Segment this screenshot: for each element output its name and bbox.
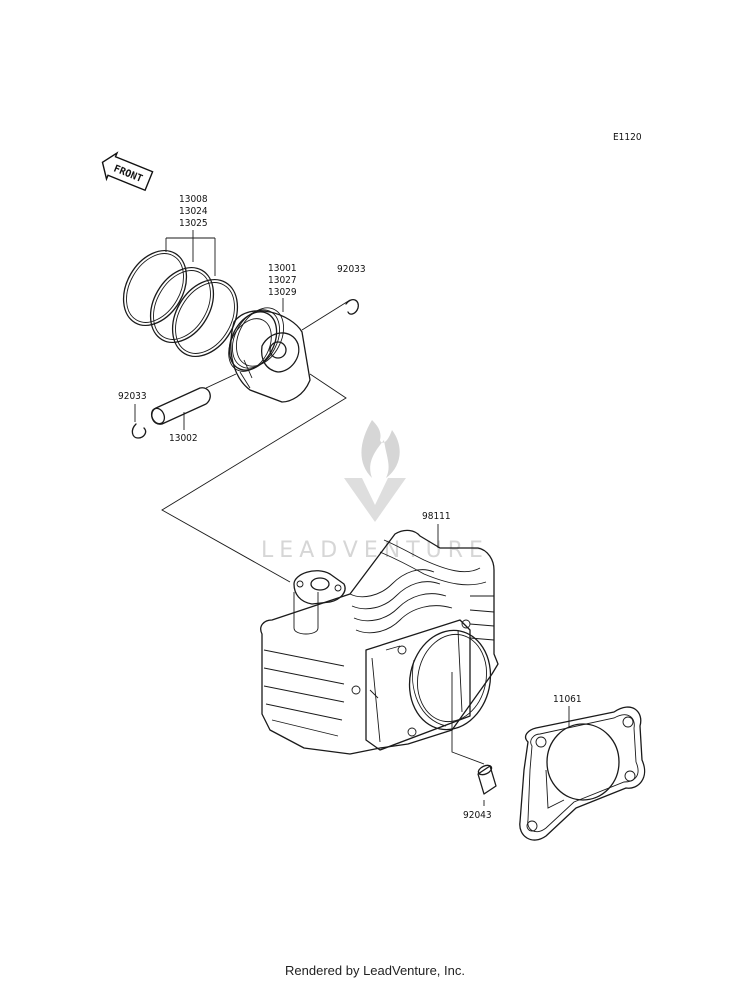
label-11061: 11061 (553, 694, 582, 705)
label-92033-left: 92033 (118, 391, 147, 402)
dowel-pin (477, 764, 497, 795)
label-13025: 13025 (179, 218, 208, 229)
label-13029: 13029 (268, 287, 297, 298)
label-92043: 92043 (463, 810, 492, 821)
footer-credit: Rendered by LeadVenture, Inc. (285, 963, 465, 978)
label-13027: 13027 (268, 275, 297, 286)
label-92033-right: 92033 (337, 264, 366, 275)
diagram-code: E1120 (613, 132, 642, 143)
watermark: LEADVENTURE (261, 420, 489, 563)
cylinder-block (260, 529, 499, 755)
label-98111: 98111 (422, 511, 451, 522)
piston (228, 307, 311, 403)
watermark-text: LEADVENTURE (261, 538, 489, 563)
piston-pin-clip-left (131, 423, 147, 439)
cylinder-gasket (519, 706, 646, 841)
label-13001: 13001 (268, 263, 297, 274)
front-arrow-icon: FRONT (101, 151, 154, 192)
label-13002: 13002 (169, 433, 198, 444)
piston-pin (150, 373, 237, 425)
label-13008: 13008 (179, 194, 208, 205)
piston-rings (122, 249, 239, 358)
piston-pin-clip-right (345, 299, 359, 315)
label-13024: 13024 (179, 206, 208, 217)
